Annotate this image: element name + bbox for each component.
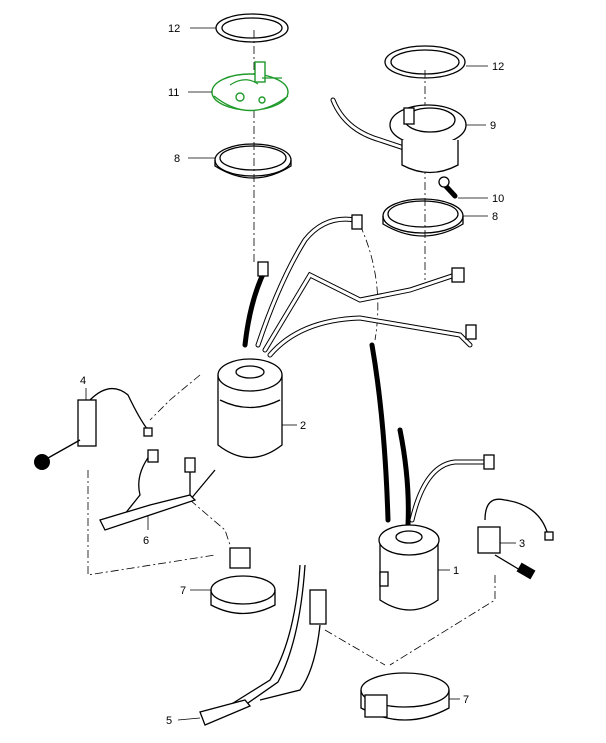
callout-8-left: 8 xyxy=(174,153,180,165)
part-8-seal-right xyxy=(382,198,464,237)
part-1-fuel-pump xyxy=(378,524,440,611)
part-10-connector xyxy=(438,176,458,199)
part-7-retainer-left xyxy=(210,547,276,615)
callout-labels: 12 11 8 12 9 10 8 2 4 3 6 7 1 7 5 xyxy=(80,23,525,727)
callout-8-right: 8 xyxy=(492,211,498,223)
part-7-retainer-right xyxy=(360,672,450,721)
callout-12-left: 12 xyxy=(168,23,180,35)
part-3-level-sensor xyxy=(477,498,554,580)
callout-7-right: 7 xyxy=(463,694,469,706)
callout-1: 1 xyxy=(453,565,459,577)
part-11-flange xyxy=(211,61,289,112)
part-9-flange-with-line xyxy=(330,97,467,174)
callout-5: 5 xyxy=(166,715,172,727)
callout-3: 3 xyxy=(519,538,525,550)
part-2-fuel-pump xyxy=(217,358,283,458)
callout-11: 11 xyxy=(168,87,179,99)
fuel-lines xyxy=(242,214,495,528)
part-12-locking-ring-left xyxy=(215,13,289,43)
part-12-locking-ring-right xyxy=(384,45,466,79)
callout-6: 6 xyxy=(143,535,149,547)
callout-10: 10 xyxy=(492,193,504,205)
part-5-wiring-harness xyxy=(199,564,327,726)
callout-9: 9 xyxy=(490,120,496,132)
callout-2: 2 xyxy=(300,420,306,432)
part-4-level-sensor xyxy=(34,388,153,470)
callout-12-right: 12 xyxy=(492,61,504,73)
callout-leaders xyxy=(85,27,516,721)
part-6-wiring-harness xyxy=(99,449,216,531)
part-8-seal-left xyxy=(214,143,292,179)
callout-4: 4 xyxy=(80,375,86,387)
callout-7-left: 7 xyxy=(180,585,186,597)
